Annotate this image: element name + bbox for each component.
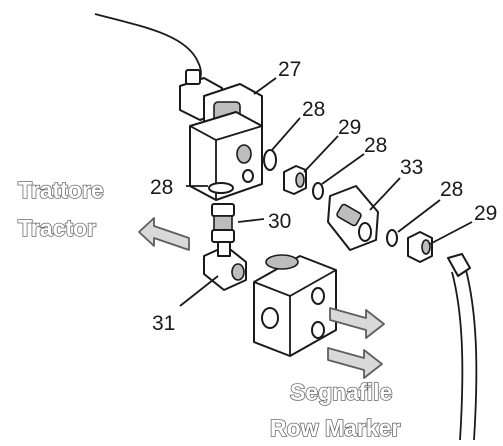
check-valve: [327, 185, 379, 251]
arrow-to-row-marker-1: [329, 307, 385, 339]
hydraulic-hose: [447, 253, 478, 441]
arrow-to-row-marker-2: [327, 347, 383, 379]
label-segnafile: Segnafile: [290, 379, 392, 405]
callout-30: 30: [268, 210, 291, 233]
o-ring-middle: [312, 182, 324, 200]
callout-28-middle: 28: [364, 134, 387, 157]
o-ring-right: [386, 229, 398, 247]
callout-28-upper: 28: [302, 98, 325, 121]
callout-28-left: 28: [150, 176, 173, 199]
leader-lines: [179, 77, 473, 307]
manifold-block: [253, 254, 337, 357]
label-trattore: Trattore: [18, 177, 104, 203]
callout-29-upper: 29: [338, 116, 361, 139]
solenoid-valve: [179, 69, 263, 201]
o-ring-left: [208, 182, 234, 194]
fitting-upper: [283, 165, 307, 195]
callout-28-right: 28: [440, 178, 463, 201]
callout-27: 27: [278, 58, 301, 81]
label-row-marker: Row Marker: [270, 415, 400, 441]
tee-fitting: [203, 241, 247, 291]
label-tractor: Tractor: [18, 215, 96, 241]
fitting-right: [407, 231, 433, 263]
o-ring-upper: [263, 149, 277, 171]
callout-33: 33: [400, 156, 423, 179]
callout-31: 31: [152, 312, 175, 335]
callout-29-right: 29: [474, 202, 497, 225]
arrow-to-tractor: [138, 217, 190, 251]
adapter-fitting: [211, 203, 235, 243]
